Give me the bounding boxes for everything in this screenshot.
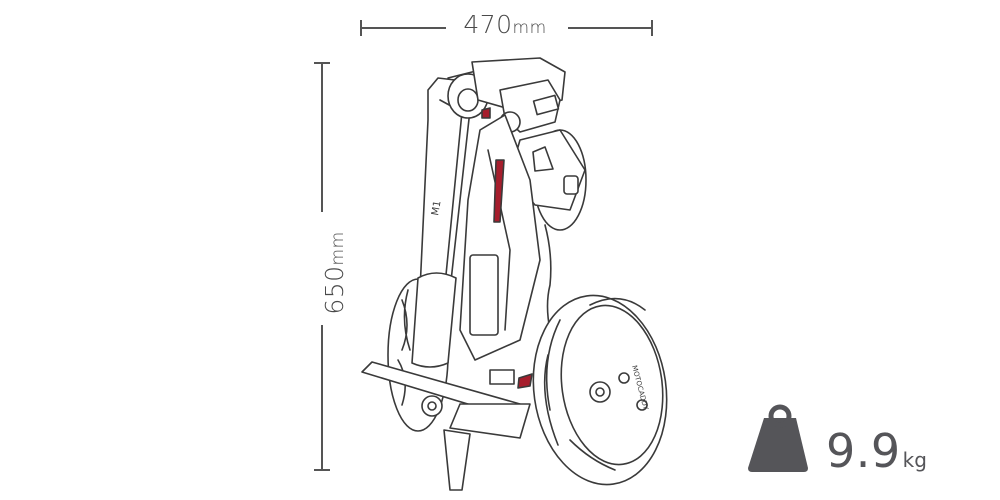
- front-wheel: [509, 129, 587, 231]
- axle-frame: [361, 361, 531, 491]
- weight-icon: [748, 404, 808, 472]
- width-dimension-label: 470mm: [445, 10, 565, 39]
- control-console: [471, 57, 566, 133]
- right-wheel: MOTOCADDY: [532, 294, 668, 486]
- width-unit: mm: [512, 18, 547, 38]
- width-dimension-line: [360, 20, 653, 36]
- height-unit: mm: [328, 231, 348, 266]
- model-badge: M1: [430, 200, 443, 217]
- chassis: [459, 114, 552, 361]
- height-dimension-line: [314, 62, 330, 471]
- height-dimension-label: 650mm: [320, 213, 360, 333]
- width-value: 470: [463, 10, 513, 39]
- trolley-illustration: M1: [361, 57, 668, 491]
- weight-value: 9.9: [826, 424, 901, 478]
- handle-tube: M1: [411, 77, 471, 368]
- height-value: 650: [320, 265, 349, 315]
- weight-unit: kg: [902, 448, 927, 472]
